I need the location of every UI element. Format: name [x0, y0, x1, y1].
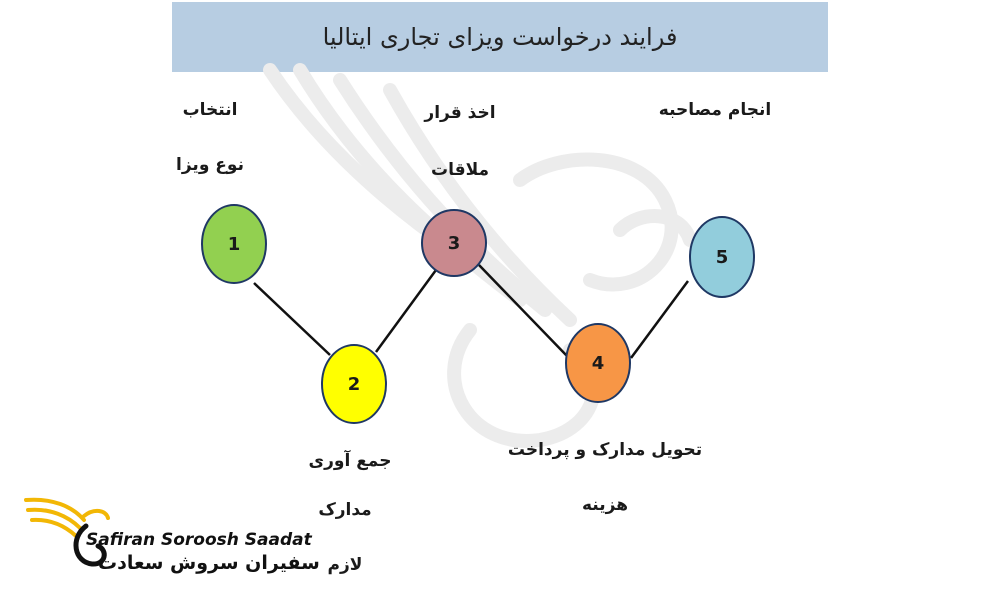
step-5-number: 5: [716, 247, 729, 268]
step-5-node: 5: [689, 216, 755, 298]
step-2-node: 2: [321, 344, 387, 424]
step-1-label-line-2: نوع ویزا: [176, 155, 244, 175]
step-3-label-line-1: اخذ قرار: [424, 103, 496, 123]
step-4-circle: [565, 323, 631, 403]
brand-logo: [24, 497, 110, 567]
connector-3-4: [478, 264, 568, 357]
step-2-label-line-1: جمع آوری: [308, 451, 392, 471]
title-banner: فرایند درخواست ویزای تجاری ایتالیا: [172, 2, 828, 72]
step-4-label-line-1: تحویل مدارک و پرداخت: [507, 440, 703, 460]
step-3-label-line-2: ملاقات: [430, 160, 490, 180]
step-1-node: 1: [201, 204, 267, 284]
step-1-number: 1: [228, 234, 241, 255]
step-2-label-line-2: مدارک: [318, 500, 372, 520]
brand-name-persian: سفیران سروش سعادت: [98, 552, 320, 574]
step-1-label-line-1: انتخاب: [182, 100, 238, 120]
connector-1-2: [253, 282, 331, 356]
wing-watermark: [263, 63, 697, 448]
step-1-circle: [201, 204, 267, 284]
step-2-label-line-3: لازم: [327, 555, 363, 575]
step-4-node: 4: [565, 323, 631, 403]
step-3-node: 3: [421, 209, 487, 277]
connector-2-3: [374, 269, 438, 353]
brand-name-english: Safiran Soroosh Saadat: [86, 530, 312, 550]
step-2-number: 2: [348, 374, 361, 395]
step-3-circle: [421, 209, 487, 277]
page-title: فرایند درخواست ویزای تجاری ایتالیا: [322, 23, 678, 51]
step-3-number: 3: [448, 233, 461, 254]
step-2-circle: [321, 344, 387, 424]
phoenix-icon: [24, 497, 110, 567]
step-5-circle: [689, 216, 755, 298]
step-5-label-line-1: انجام مصاحبه: [658, 100, 772, 120]
connector-4-5: [629, 280, 690, 359]
step-4-label-line-2: هزینه: [582, 495, 628, 515]
step-4-number: 4: [592, 353, 605, 374]
